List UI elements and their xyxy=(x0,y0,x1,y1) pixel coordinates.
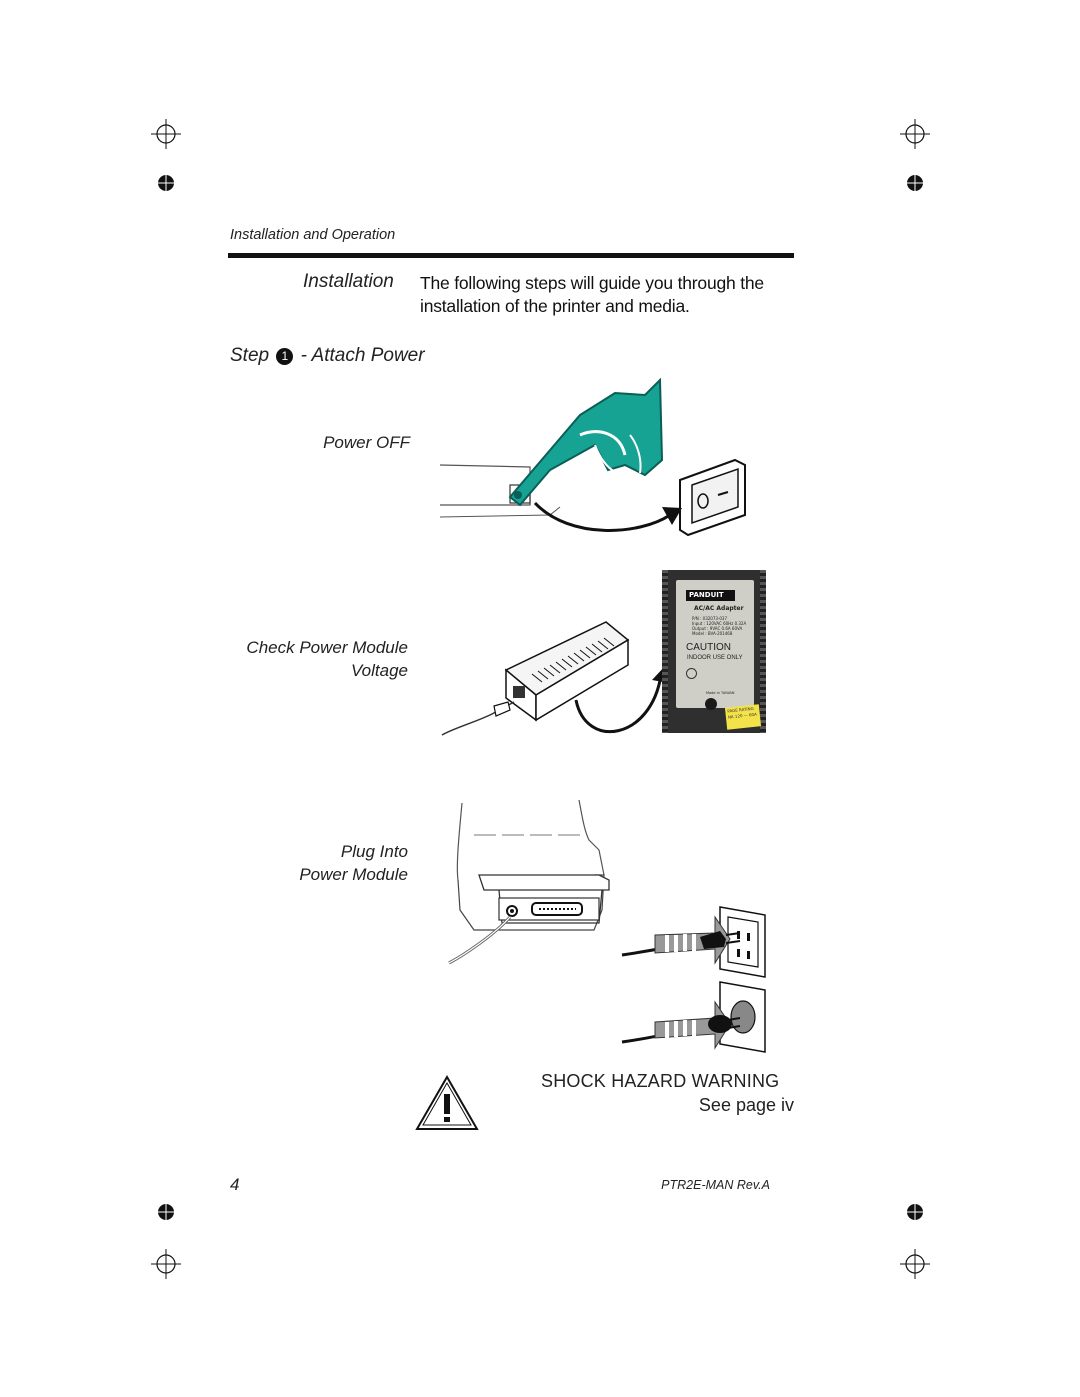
arrow-icon xyxy=(533,501,682,532)
printer-icon xyxy=(456,799,610,931)
ul-mark-icon xyxy=(686,668,697,679)
rating-sticker: PAGE RATING NA 120 — 60A xyxy=(724,704,762,730)
label-input: Input : 120VAC 60Hz 0.32A xyxy=(692,621,747,626)
step-label: - Attach Power xyxy=(300,345,425,366)
us-outlet-illustration xyxy=(621,906,766,978)
label-pn: P/N : 032073-037 xyxy=(692,616,727,621)
adapter-label: PANDUIT AC/AC Adapter P/N : 032073-037 I… xyxy=(676,580,754,708)
power-module-icon xyxy=(504,621,630,722)
brand-logo: PANDUIT xyxy=(686,590,735,601)
registration-mark-top-right xyxy=(900,119,930,149)
label-made-in: Made in TAIWAN xyxy=(706,691,735,695)
plug-caption-line2: Power Module xyxy=(299,865,408,884)
registration-dot-top-left xyxy=(158,175,174,191)
check-module-caption-line2: Voltage xyxy=(350,661,408,680)
page-number: 4 xyxy=(230,1175,240,1194)
power-off-caption: Power OFF xyxy=(323,433,410,452)
document-id: PTR2E-MAN Rev.A xyxy=(661,1178,770,1192)
rocker-switch-icon xyxy=(679,458,746,537)
installation-heading: Installation xyxy=(303,271,394,292)
label-caution: CAUTION xyxy=(686,642,731,653)
registration-dot-top-right xyxy=(907,175,923,191)
step-title: Step 1 - Attach Power xyxy=(230,345,425,367)
plug-icon xyxy=(621,1000,741,1050)
registration-mark-bottom-left xyxy=(151,1249,181,1279)
label-output: Output : 9VAC 0.6A 60VA xyxy=(692,626,743,631)
step-prefix: Step xyxy=(230,345,270,366)
running-header: Installation and Operation xyxy=(230,227,396,243)
photo-texture-right xyxy=(760,570,766,733)
warning-triangle-icon xyxy=(415,1074,479,1130)
label-indoor: INDOOR USE ONLY xyxy=(687,655,743,661)
printer-rear-illustration xyxy=(448,799,610,965)
adapter-label-photo: PANDUIT AC/AC Adapter P/N : 032073-037 I… xyxy=(662,570,766,733)
registration-mark-top-left xyxy=(151,119,181,149)
step-number-badge: 1 xyxy=(276,348,294,365)
check-module-caption-line1: Check Power Module xyxy=(246,638,408,657)
see-page-reference: See page iv xyxy=(698,1095,794,1115)
power-switch-illustration xyxy=(439,377,746,537)
label-specs: P/N : 032073-037 Input : 120VAC 60Hz 0.3… xyxy=(692,616,754,636)
registration-dot-bottom-right xyxy=(907,1204,923,1220)
shock-hazard-warning: SHOCK HAZARD WARNING xyxy=(541,1071,780,1091)
header-rule xyxy=(228,253,794,258)
eu-outlet-illustration xyxy=(621,981,766,1053)
power-module-illustration xyxy=(441,621,666,736)
screw-hole-icon xyxy=(705,698,717,710)
plug-caption-line1: Plug Into xyxy=(340,842,408,861)
wall-outlet-icon xyxy=(719,981,766,1053)
hand-icon xyxy=(508,377,664,507)
label-type: AC/AC Adapter xyxy=(694,605,744,612)
photo-texture-left xyxy=(662,570,668,733)
installation-intro: The following steps will guide you throu… xyxy=(420,273,764,316)
registration-mark-bottom-right xyxy=(900,1249,930,1279)
registration-dot-bottom-left xyxy=(158,1204,174,1220)
plug-icon xyxy=(621,915,741,965)
label-model: Model : BVA-201468 xyxy=(692,631,733,636)
